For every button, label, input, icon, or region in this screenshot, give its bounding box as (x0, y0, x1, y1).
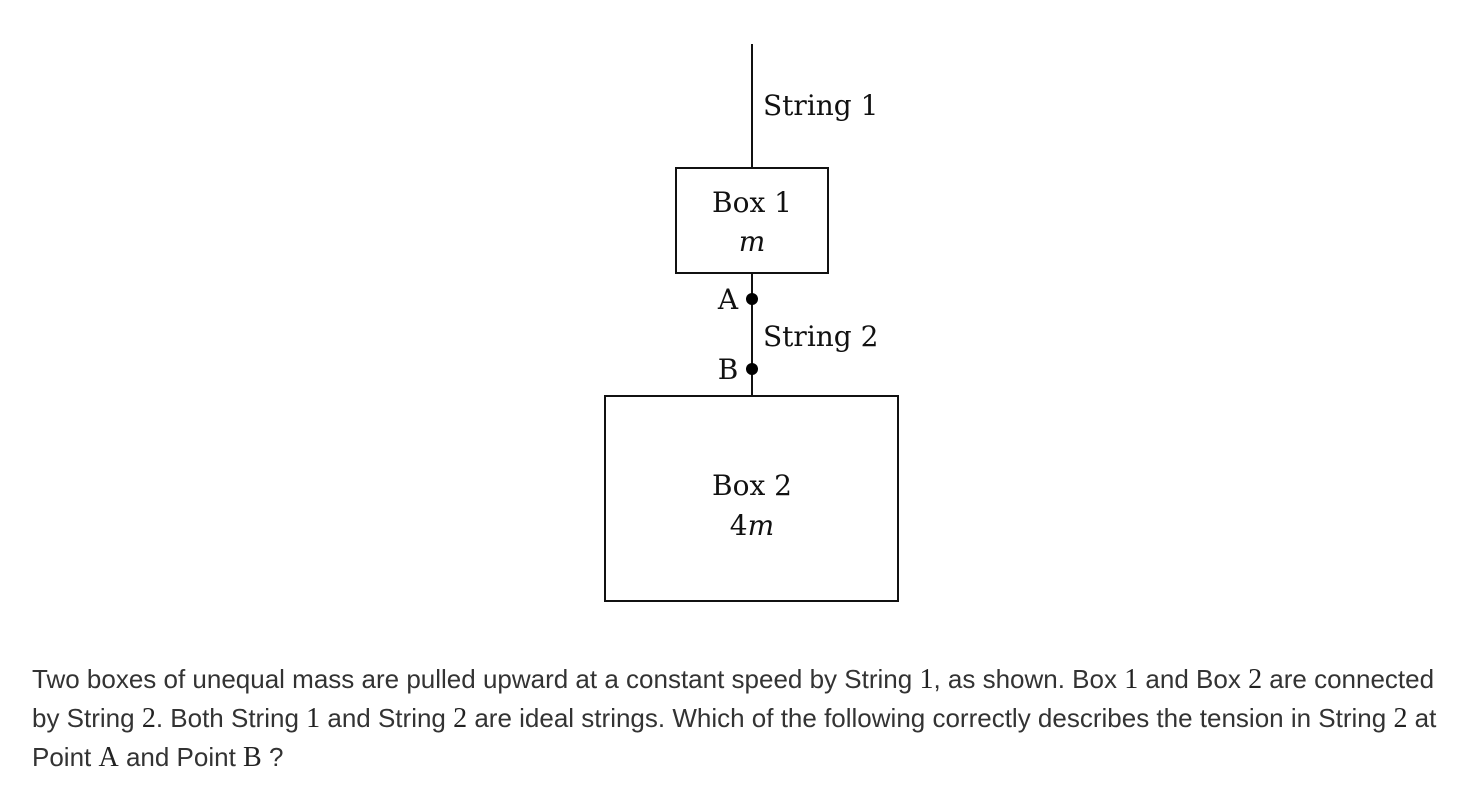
point-a-dot (746, 293, 758, 305)
physics-diagram: String 1 Box 1 m A String 2 B Box 2 4m (604, 44, 899, 602)
point-b-label: B (718, 353, 739, 386)
question-text-part: are connected by String (32, 664, 1435, 733)
string-1-label: String 1 (763, 89, 878, 122)
point-a-label: A (717, 283, 739, 316)
math-point-a: A (98, 742, 119, 773)
math-number: 2 (1393, 703, 1408, 734)
box-2 (604, 395, 899, 602)
question-text: Two boxes of unequal mass are pulled upw… (32, 660, 1442, 777)
math-number: 2 (1248, 664, 1263, 695)
question-text-part: . Both String (155, 703, 307, 733)
question-text-part: and Box (1138, 664, 1249, 694)
question-text-part: and Point (118, 742, 244, 772)
math-number: 2 (141, 703, 156, 734)
math-number: 2 (453, 703, 468, 734)
question-text-part: , as shown. Box (933, 664, 1125, 694)
question-text-part: ? (261, 742, 284, 772)
point-b-dot (746, 363, 758, 375)
box-2-label: Box 2 (712, 469, 792, 502)
question-text-part: and String (320, 703, 454, 733)
box-2-mass: 4m (730, 509, 774, 542)
math-number: 1 (306, 703, 321, 734)
box-1-mass: m (739, 225, 766, 258)
question-text-part: at Point (32, 703, 1437, 772)
box-2-mass-variable: m (748, 509, 775, 542)
string-2-label: String 2 (763, 320, 878, 353)
question-text-part: Two boxes of unequal mass are pulled upw… (32, 664, 920, 694)
box-1-label: Box 1 (712, 186, 792, 219)
box-2-mass-coefficient: 4 (730, 509, 748, 542)
math-number: 1 (1124, 664, 1139, 695)
math-point-b: B (243, 742, 262, 773)
math-number: 1 (919, 664, 934, 695)
question-text-part: are ideal strings. Which of the followin… (467, 703, 1394, 733)
